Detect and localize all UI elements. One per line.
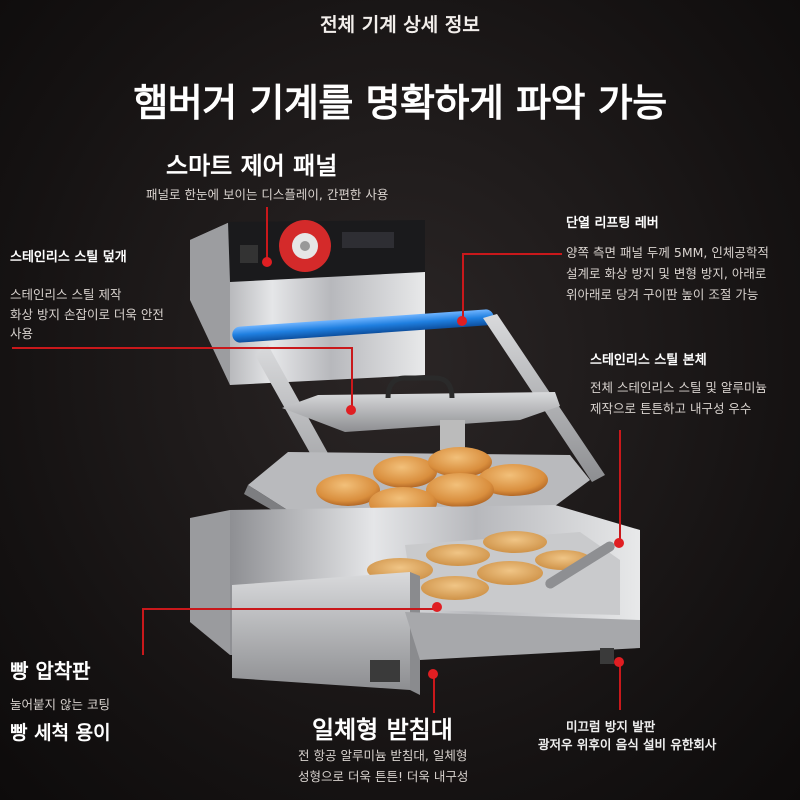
top-title: 전체 기계 상세 정보 [320,14,480,36]
base-desc-1: 전 항공 알루미늄 받침대, 일체형 [298,748,468,763]
base-marker [428,669,438,679]
lever-marker [457,316,467,326]
base-title: 일체형 받침대 [312,716,453,744]
integrated-base [405,612,640,660]
bread-press-plate [232,572,410,690]
steel-lid [282,392,560,432]
body-marker [614,538,624,548]
lifting-lever [232,309,494,343]
lever-desc-2: 설계로 화상 방지 및 변형 방지, 아래로 [566,266,767,281]
press-title: 빵 압착판 [10,659,91,683]
smart-panel-title: 스마트 제어 패널 [166,152,338,180]
body-title: 스테인리스 스틸 본체 [590,353,707,368]
smart-panel-marker [262,257,272,267]
feet-marker [614,657,624,667]
headline: 햄버거 기계를 명확하게 파악 가능 [133,81,667,125]
press-desc-2: 빵 세척 용이 [10,722,111,744]
lid-desc-1: 스테인리스 스틸 제작 [10,287,122,302]
lid-title: 스테인리스 스틸 덮개 [10,250,127,265]
lid-marker [346,405,356,415]
feet-title: 미끄럼 방지 발판 [566,719,656,734]
press-desc-1: 눌어붙지 않는 코팅 [10,697,110,712]
lid-desc-2: 화상 방지 손잡이로 더욱 안전 [10,307,164,322]
smart-panel-desc: 패널로 한눈에 보이는 디스플레이, 간편한 사용 [146,187,389,202]
lever-desc-1: 양쪽 측면 패널 두께 5MM, 인체공학적 [566,245,769,260]
digital-display [342,232,394,248]
base-desc-2: 성형으로 더욱 튼튼! 더욱 내구성 [298,769,469,784]
anti-slip-foot [600,648,614,664]
feet-desc-1: 광저우 위후이 음식 설비 유한회사 [538,737,717,752]
body-desc-2: 제작으로 튼튼하고 내구성 우수 [590,401,752,416]
press-marker [432,602,442,612]
lever-desc-3: 위아래로 당겨 구이판 높이 조절 가능 [566,287,759,302]
lever-title: 단열 리프팅 레버 [566,216,659,231]
body-desc-1: 전체 스테인리스 스틸 및 알루미늄 [590,380,767,395]
lid-desc-3: 사용 [10,326,34,341]
